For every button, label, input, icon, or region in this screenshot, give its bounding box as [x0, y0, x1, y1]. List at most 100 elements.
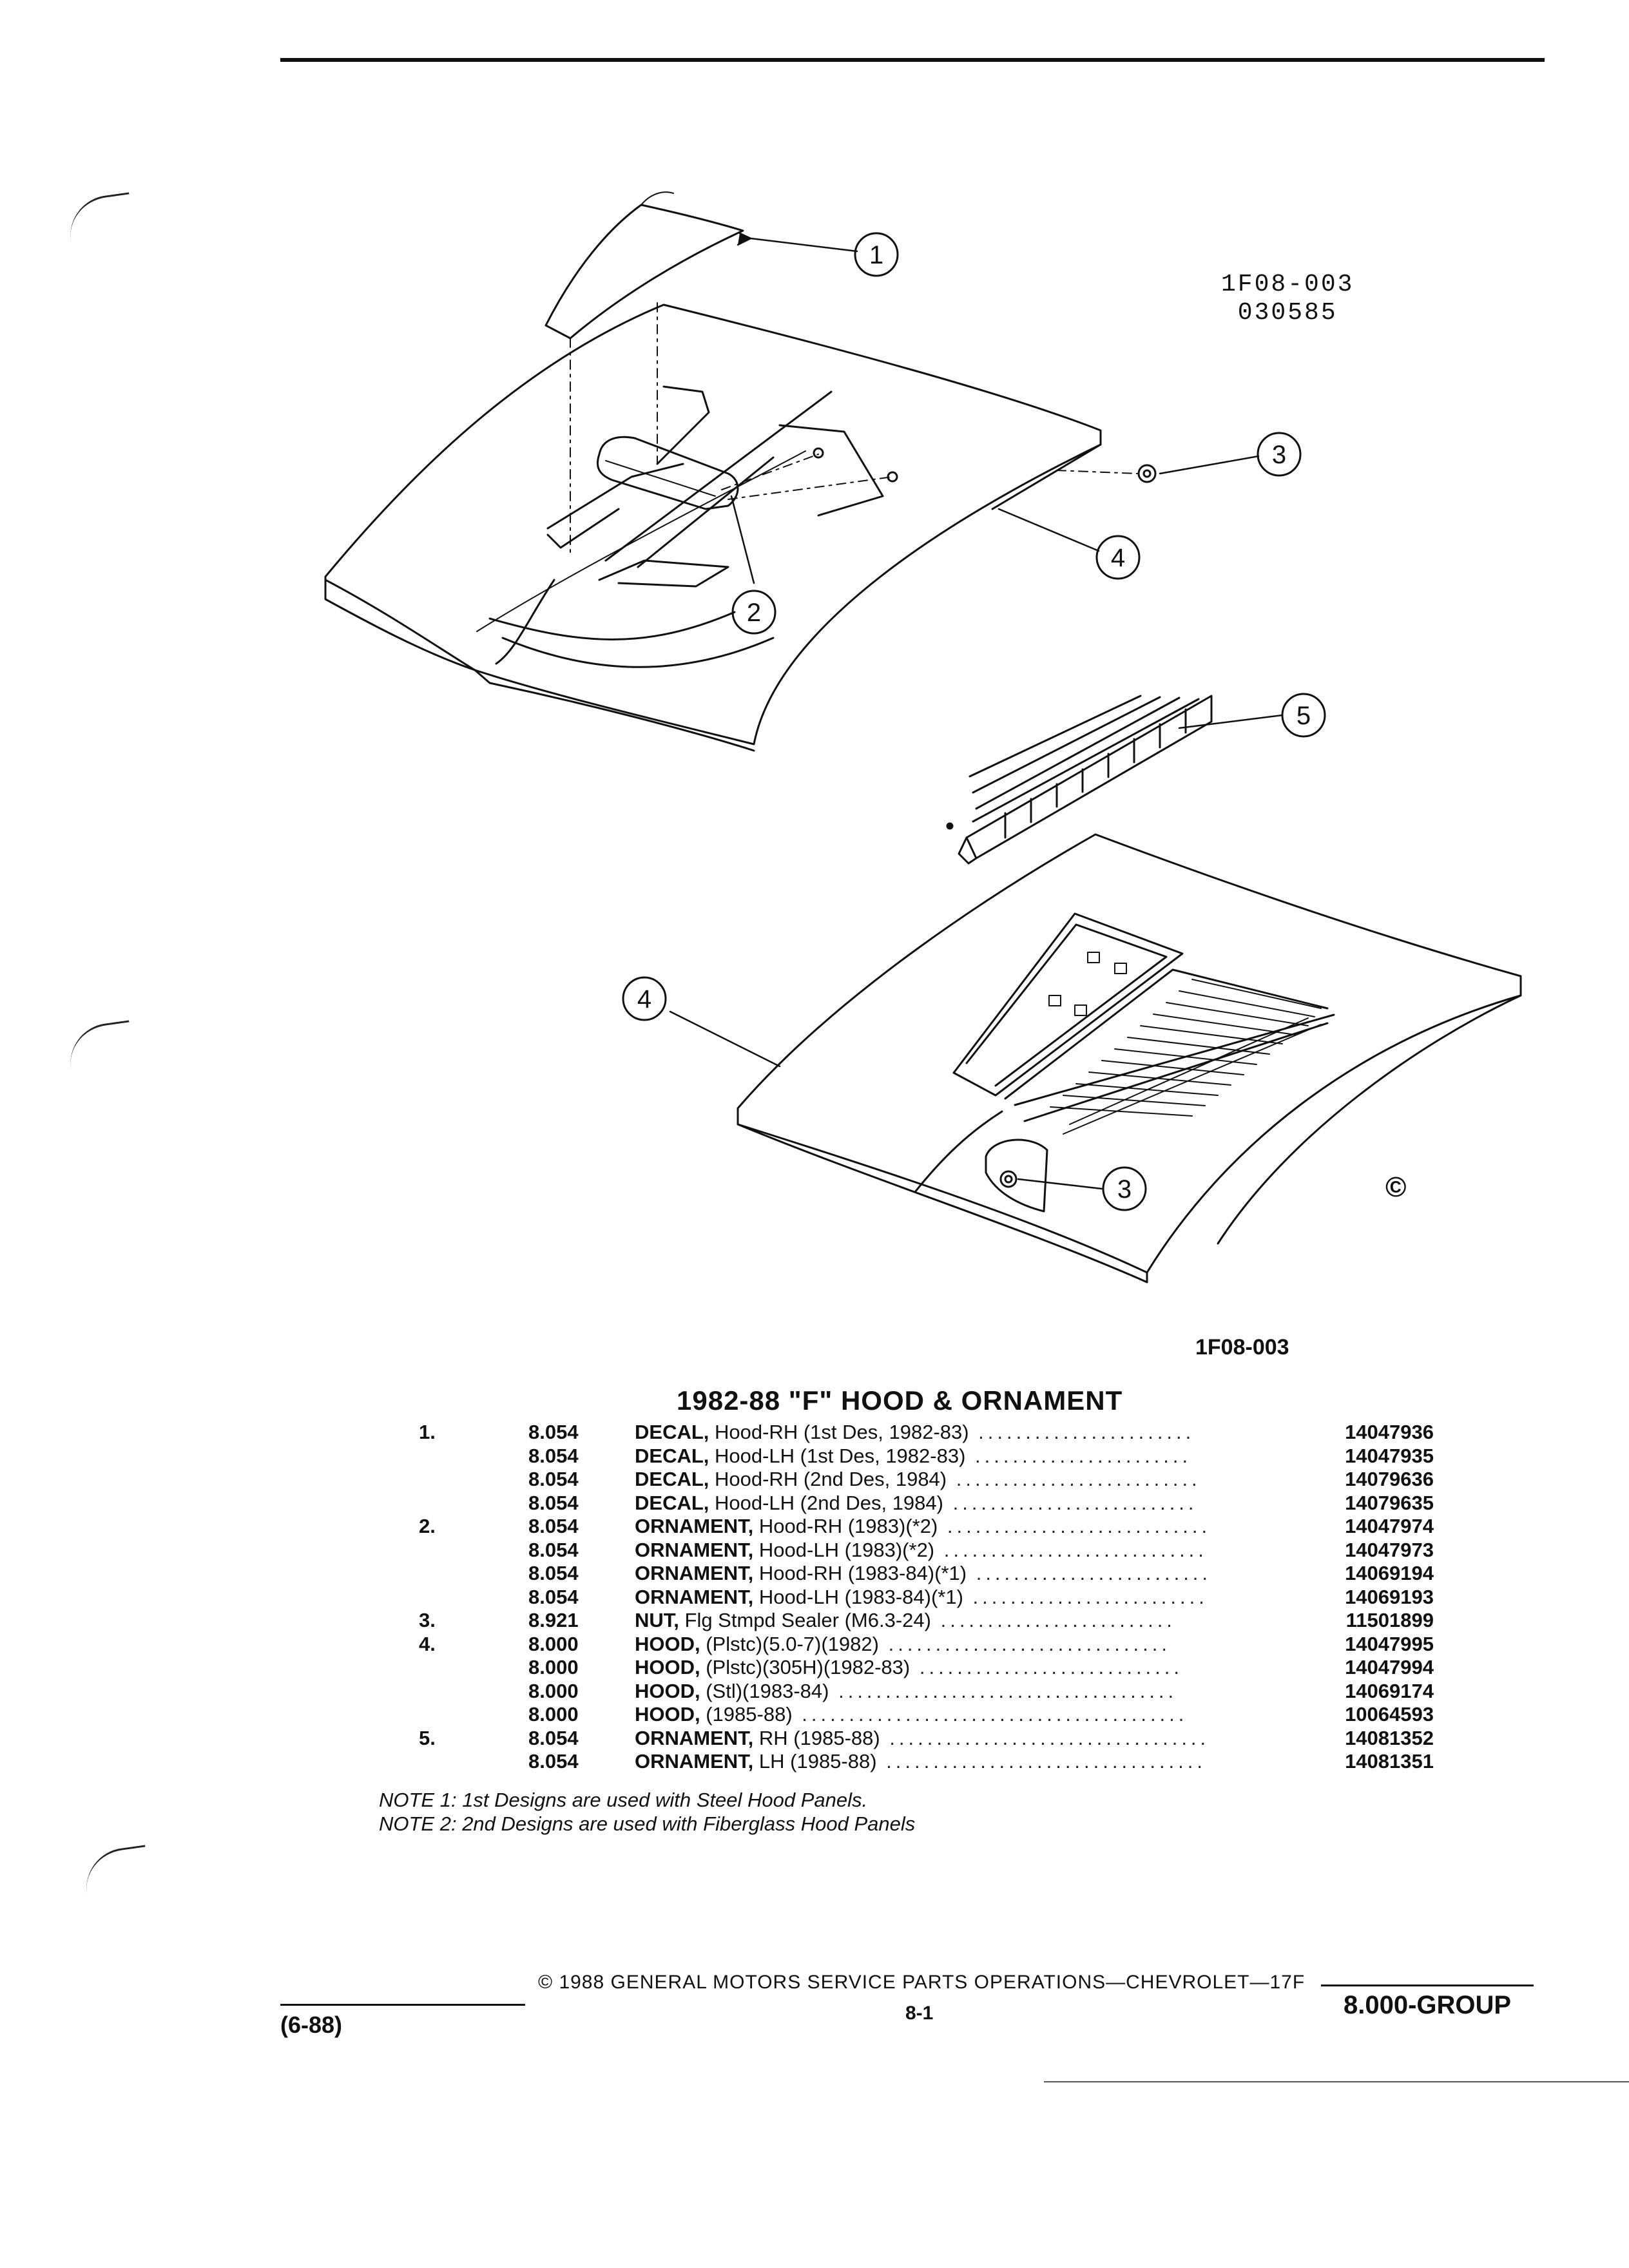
part-description: ORNAMENT, Hood-LH (1983-84)(*1) ........…: [635, 1586, 1279, 1610]
part-description: DECAL, Hood-LH (2nd Des, 1984) .........…: [635, 1492, 1279, 1515]
figure-code-bottom: 1F08-003: [1195, 1335, 1289, 1360]
footer-group-label: 8.000-GROUP: [1344, 1991, 1512, 2019]
part-name: HOOD,: [635, 1632, 700, 1655]
part-number: 14047974: [1345, 1515, 1434, 1538]
leader-dots: ............................: [910, 1656, 1184, 1679]
part-name: HOOD,: [635, 1656, 700, 1679]
ornament-part-2: [597, 436, 739, 510]
part-detail: Hood-RH (2nd Des, 1984): [709, 1468, 947, 1491]
part-number: 14047973: [1345, 1538, 1434, 1561]
callout-1: 1: [869, 241, 883, 269]
parts-table: 1. 8.054 DECAL, Hood-RH (1st Des, 1982-83)…: [406, 1421, 1434, 1774]
part-number: 14081351: [1345, 1750, 1434, 1773]
part-detail: (Plstc)(305H)(1982-83): [700, 1656, 911, 1679]
part-number: 10064593: [1345, 1703, 1434, 1726]
part-item-number: 5.: [419, 1726, 436, 1749]
note-2: NOTE 2: 2nd Designs are used with Fiberg…: [379, 1812, 916, 1835]
part-group-number: 8.054: [528, 1585, 579, 1608]
parts-row: 8.054 ORNAMENT, Hood-RH (1983-84)(*1) ...…: [406, 1562, 1434, 1586]
part-group-number: 8.054: [528, 1538, 579, 1561]
parts-row: 8.054 ORNAMENT, Hood-LH (1983)(*2) ......…: [406, 1539, 1434, 1562]
callout-5: 5: [1296, 702, 1311, 730]
part-description: ORNAMENT, Hood-RH (1983-84)(*1) ........…: [635, 1562, 1279, 1586]
leader-dots: .........................: [930, 1609, 1176, 1632]
parts-row: 3. 8.921 NUT, Flg Stmpd Sealer (M6.3-24) .…: [406, 1609, 1434, 1633]
part-group-number: 8.000: [528, 1679, 579, 1702]
part-item-number: [406, 1656, 528, 1680]
hood-exploded-diagram: 1 2 3 4 5 4 3: [324, 191, 1522, 1283]
part-description: NUT, Flg Stmpd Sealer (M6.3-24) ........…: [635, 1609, 1279, 1633]
part-number: 14047995: [1345, 1632, 1434, 1655]
footer-rule-right: [1321, 1984, 1534, 1986]
part-detail: Hood-LH (1983)(*2): [753, 1538, 935, 1561]
leader-dots: ..............................: [878, 1632, 1171, 1655]
part-group-number: 8.000: [528, 1656, 579, 1679]
callout-2: 2: [747, 599, 761, 627]
upper-hood: [324, 303, 1102, 752]
part-number: 11501899: [1345, 1609, 1434, 1632]
part-description: ORNAMENT, RH (1985-88) .................…: [635, 1727, 1279, 1751]
part-number: 14069174: [1345, 1679, 1434, 1702]
leader-dots: ..........................: [943, 1491, 1198, 1514]
parts-row: 8.054 DECAL, Hood-LH (2nd Des, 1984) ....…: [406, 1492, 1434, 1515]
leader-dots: ..................................: [876, 1750, 1207, 1773]
part-item-number: [406, 1468, 528, 1492]
part-item-number: 3.: [419, 1609, 436, 1632]
part-number: 14069194: [1345, 1562, 1434, 1585]
part-name: ORNAMENT,: [635, 1726, 754, 1749]
part-name: ORNAMENT,: [635, 1750, 754, 1773]
part-item-number: [406, 1586, 528, 1610]
part-name: DECAL,: [635, 1444, 709, 1467]
part-description: DECAL, Hood-LH (1st Des, 1982-83) ......…: [635, 1445, 1279, 1468]
part-item-number: 1.: [419, 1421, 436, 1444]
part-detail: Flg Stmpd Sealer (M6.3-24): [679, 1609, 931, 1632]
parts-list-title: 1982-88 "F" HOOD & ORNAMENT: [677, 1385, 1123, 1416]
part-description: DECAL, Hood-RH (2nd Des, 1984) .........…: [635, 1468, 1279, 1492]
part-number: 14047936: [1345, 1421, 1434, 1444]
part-number: 14079635: [1345, 1491, 1434, 1514]
part-name: DECAL,: [635, 1468, 709, 1491]
part-detail: Hood-RH (1983)(*2): [753, 1515, 938, 1538]
part-number: 14069193: [1345, 1585, 1434, 1608]
part-name: HOOD,: [635, 1679, 700, 1702]
part-detail: Hood-LH (1st Des, 1982-83): [709, 1444, 966, 1467]
part-group-number: 8.054: [528, 1562, 579, 1585]
parts-row: 8.000 HOOD, (Plstc)(305H)(1982-83) ......…: [406, 1656, 1434, 1680]
callout-4-lower: 4: [637, 985, 651, 1014]
top-rule: [280, 58, 1545, 62]
part-group-number: 8.921: [528, 1609, 579, 1632]
part-item-number: [406, 1445, 528, 1468]
part-group-number: 8.054: [528, 1750, 579, 1773]
leader-dots: .........................: [963, 1585, 1208, 1608]
leader-dots: ............................: [934, 1538, 1208, 1561]
part-group-number: 8.000: [528, 1703, 579, 1726]
part-group-number: 8.054: [528, 1491, 579, 1514]
part-description: ORNAMENT, Hood-LH (1983)(*2) ...........…: [635, 1539, 1279, 1562]
part-item-number: [406, 1492, 528, 1515]
part-item-number: [406, 1750, 528, 1774]
part-detail: Hood-RH (1983-84)(*1): [753, 1562, 967, 1585]
part-item-number: 2.: [419, 1515, 436, 1538]
part-item-number: [406, 1680, 528, 1704]
leader-dots: ............................: [938, 1515, 1211, 1538]
part-description: HOOD, (Plstc)(5.0-7)(1982) .............…: [635, 1633, 1279, 1657]
part-detail: (1985-88): [700, 1703, 793, 1726]
callout-4-upper: 4: [1111, 544, 1125, 572]
part-name: ORNAMENT,: [635, 1538, 754, 1561]
part-item-number: 4.: [419, 1632, 436, 1655]
footer-copyright: © 1988 GENERAL MOTORS SERVICE PARTS OPER…: [538, 1972, 1306, 1993]
hood-louvers: [1050, 979, 1322, 1117]
decal-part-1: [545, 191, 744, 340]
part-description: DECAL, Hood-RH (1st Des, 1982-83) ......…: [635, 1421, 1279, 1445]
part-name: HOOD,: [635, 1703, 700, 1726]
part-item-number: [406, 1703, 528, 1727]
footer-page-number: 8-1: [905, 2003, 934, 2024]
footer-rule-left: [280, 2004, 525, 2006]
